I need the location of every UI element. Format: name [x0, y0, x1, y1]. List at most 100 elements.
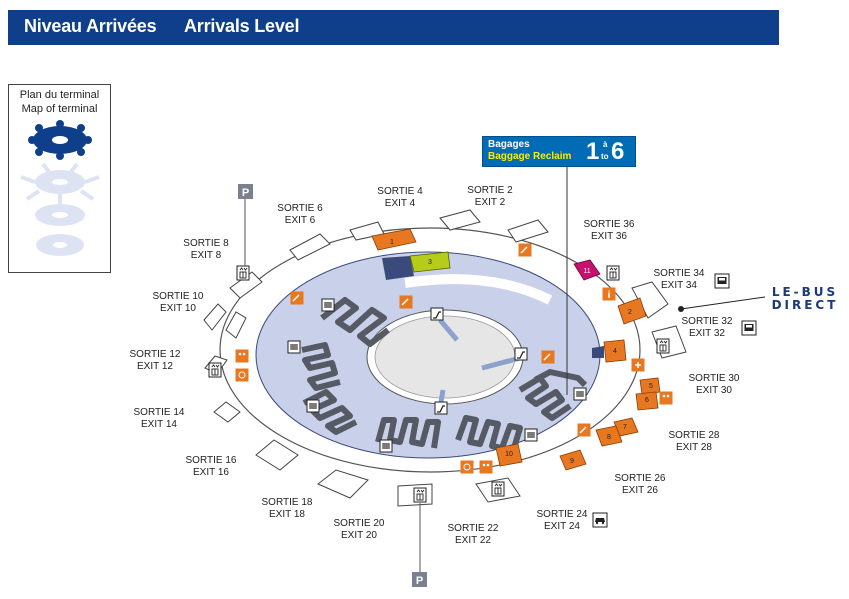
baggage-trolley-icon	[577, 423, 591, 437]
exit-en: EXIT 18	[269, 509, 305, 520]
svg-text:7: 7	[623, 424, 627, 431]
svg-text:P: P	[416, 575, 423, 587]
svg-text:5: 5	[649, 383, 653, 390]
exit-fr: SORTIE 34	[653, 268, 705, 279]
title-en: Arrivals Level	[184, 16, 300, 36]
exit-fr: SORTIE 16	[185, 455, 237, 466]
belt-bottom	[375, 417, 441, 449]
exit-en: EXIT 14	[141, 419, 177, 430]
lift-icon	[413, 487, 427, 503]
level-icon-2	[20, 162, 100, 205]
exit-fr: SORTIE 6	[277, 203, 323, 214]
baggage-label-en: Baggage Reclaim	[488, 151, 572, 162]
exit-en: EXIT 32	[689, 328, 725, 339]
svg-text:P: P	[242, 187, 249, 199]
counter-11: 11	[573, 259, 601, 281]
toilets-icon	[235, 349, 249, 363]
svg-text:8: 8	[607, 434, 611, 441]
exit-en: EXIT 2	[474, 197, 506, 208]
header-bar: Niveau Arrivées Arrivals Level	[8, 10, 779, 45]
baggage-belts	[301, 297, 588, 451]
lift-icon	[606, 265, 620, 281]
baggage-from: 1	[586, 138, 600, 165]
escalator-icon	[514, 347, 528, 361]
exit-fr: SORTIE 8	[183, 238, 229, 249]
svg-text:4: 4	[613, 348, 617, 355]
door-exit-10a	[203, 303, 227, 331]
bus-pointer-line	[680, 296, 766, 310]
baggage-sep-en: to	[601, 152, 609, 161]
exit-fr: SORTIE 4	[377, 186, 423, 197]
svg-text:3: 3	[428, 259, 432, 266]
bus-logo-line1: LE-BUS	[771, 285, 839, 299]
lift-icon	[491, 481, 505, 497]
exit-en: EXIT 6	[284, 215, 316, 226]
parking-icon: P	[412, 572, 427, 587]
exit-fr: SORTIE 10	[152, 291, 204, 302]
exit-fr: SORTIE 12	[129, 349, 181, 360]
baggage-trolley-icon	[399, 295, 413, 309]
lift-icon	[208, 362, 222, 378]
baggage-sep-fr: à	[603, 140, 608, 149]
counter-6: 6	[635, 391, 659, 411]
belt-top-left	[320, 297, 390, 347]
svg-text:6: 6	[645, 397, 649, 404]
upper-walkway	[404, 274, 553, 305]
belt-icon	[573, 387, 587, 401]
escalator-icon	[430, 307, 444, 321]
level-icon-3	[35, 204, 85, 226]
exit-fr: SORTIE 28	[668, 430, 720, 441]
level-icons	[20, 120, 100, 256]
counter-2: 2	[617, 297, 647, 325]
belt-right-lower	[518, 375, 572, 421]
belt-right	[533, 369, 588, 388]
exit-fr: SORTIE 14	[133, 407, 185, 418]
exit-fr: SORTIE 30	[688, 373, 740, 384]
accessibility-icon	[235, 368, 249, 382]
counter-8: 8	[595, 425, 623, 447]
exit-fr: SORTIE 20	[333, 518, 385, 529]
belt-left	[301, 342, 341, 391]
bus-icon	[741, 320, 757, 336]
exit-en: EXIT 34	[661, 280, 697, 291]
baggage-trolley-icon	[518, 243, 532, 257]
belt-icon	[306, 399, 320, 413]
baggage-trolley-icon	[290, 291, 304, 305]
level-icon-4	[36, 234, 84, 256]
exit-en: EXIT 10	[160, 303, 196, 314]
taxi-icon	[592, 512, 608, 528]
svg-text:i: i	[608, 290, 611, 301]
door-exit-16	[255, 439, 299, 471]
exit-fr: SORTIE 32	[681, 316, 733, 327]
counter-5: 5	[639, 377, 661, 395]
counter-10: 10	[495, 443, 523, 467]
escalator-icon	[434, 401, 448, 415]
belt-bottom-right	[455, 415, 523, 451]
bus-icon	[714, 273, 730, 289]
belt-icon	[524, 428, 538, 442]
lift-icon	[236, 265, 250, 281]
information-icon: i	[602, 287, 616, 301]
exchange-icon	[631, 358, 645, 372]
exit-en: EXIT 22	[455, 535, 491, 546]
counter-3: 3	[382, 251, 451, 280]
title-fr: Niveau Arrivées	[24, 16, 157, 36]
exit-fr: SORTIE 2	[467, 185, 513, 196]
exit-en: EXIT 26	[622, 485, 658, 496]
service-icons: i	[235, 243, 673, 474]
